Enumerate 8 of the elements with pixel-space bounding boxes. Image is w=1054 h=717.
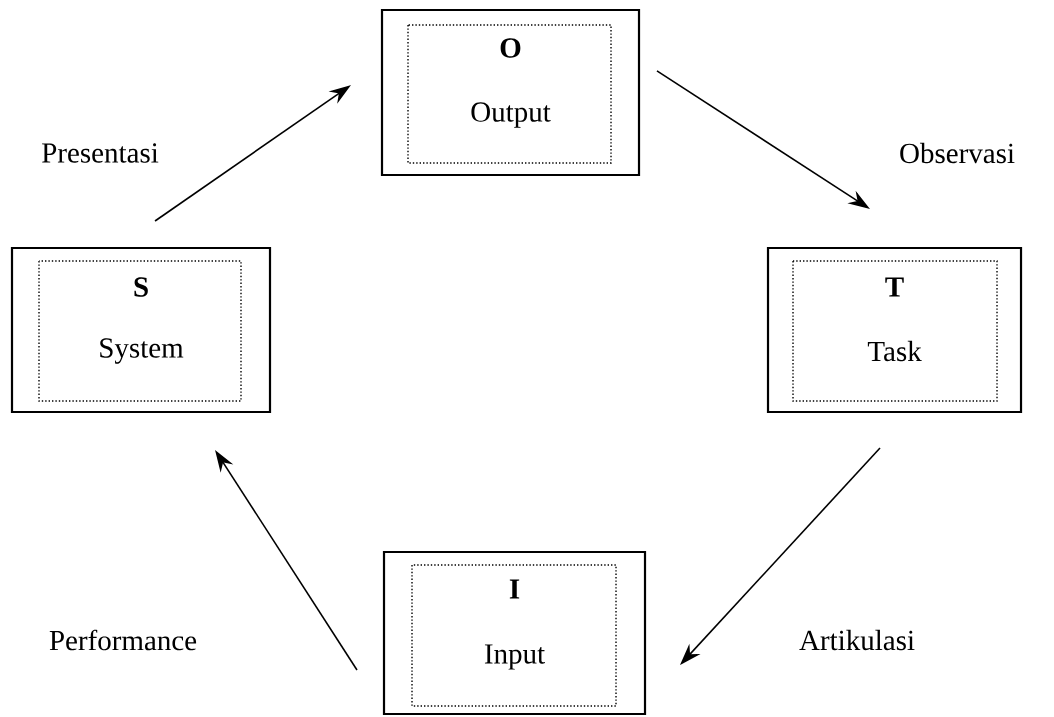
process-box: I Input [382,550,647,716]
process-box: O Output [380,8,641,177]
edge-label: Performance [49,629,197,651]
process-box: T Task [766,246,1023,414]
process-box: S System [10,246,272,414]
edge-label: Artikulasi [799,629,915,651]
edge-label: Observasi [900,142,1015,164]
edge-label: Presentasi [42,143,159,163]
